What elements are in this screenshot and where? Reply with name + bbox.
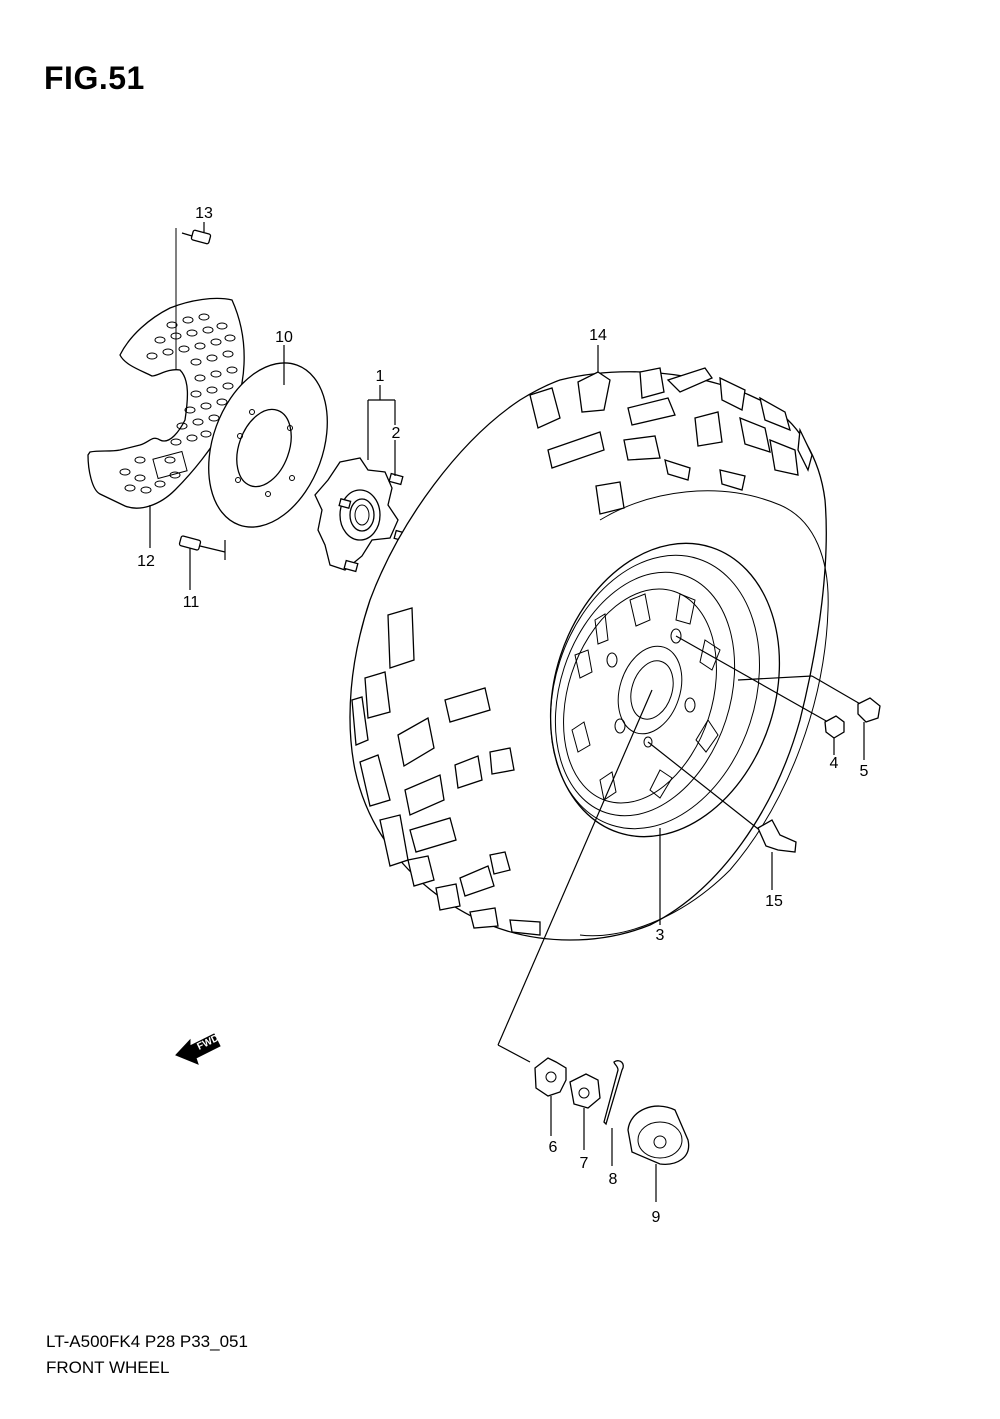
callout-2[interactable]: 2 bbox=[392, 425, 401, 442]
nut-4[interactable] bbox=[824, 715, 845, 755]
callout-5[interactable]: 5 bbox=[860, 763, 869, 780]
bolt-11[interactable] bbox=[178, 535, 226, 560]
callout-7[interactable]: 7 bbox=[580, 1155, 589, 1172]
callout-12[interactable]: 12 bbox=[137, 553, 155, 570]
nut-5[interactable] bbox=[857, 697, 881, 760]
hub-cap-9[interactable] bbox=[627, 1105, 690, 1202]
callout-15[interactable]: 15 bbox=[765, 893, 783, 910]
figure-title: FIG.51 bbox=[44, 60, 145, 96]
section-name: FRONT WHEEL bbox=[46, 1358, 170, 1377]
callout-14[interactable]: 14 bbox=[589, 327, 607, 344]
fwd-arrow-icon: FWD bbox=[175, 1033, 221, 1065]
model-code: LT-A500FK4 P28 P33_051 bbox=[46, 1332, 248, 1351]
cotter-pin-8[interactable] bbox=[603, 1060, 624, 1166]
callout-3[interactable]: 3 bbox=[656, 927, 665, 944]
castle-nut-7[interactable] bbox=[569, 1073, 601, 1150]
brake-disc[interactable] bbox=[187, 346, 349, 543]
valve-stem-15[interactable] bbox=[757, 819, 797, 890]
washer-6[interactable] bbox=[534, 1057, 567, 1136]
wheel-hub[interactable] bbox=[314, 457, 409, 573]
callout-8[interactable]: 8 bbox=[609, 1171, 618, 1188]
callout-10[interactable]: 10 bbox=[275, 329, 293, 346]
callout-4[interactable]: 4 bbox=[830, 755, 839, 772]
callout-9[interactable]: 9 bbox=[652, 1209, 661, 1226]
callout-1[interactable]: 1 bbox=[376, 368, 385, 385]
callout-6[interactable]: 6 bbox=[549, 1139, 558, 1156]
bolt-13[interactable] bbox=[175, 228, 212, 370]
callout-11[interactable]: 11 bbox=[183, 594, 200, 611]
wheel-rim[interactable] bbox=[514, 513, 816, 866]
callout-13[interactable]: 13 bbox=[195, 205, 213, 222]
